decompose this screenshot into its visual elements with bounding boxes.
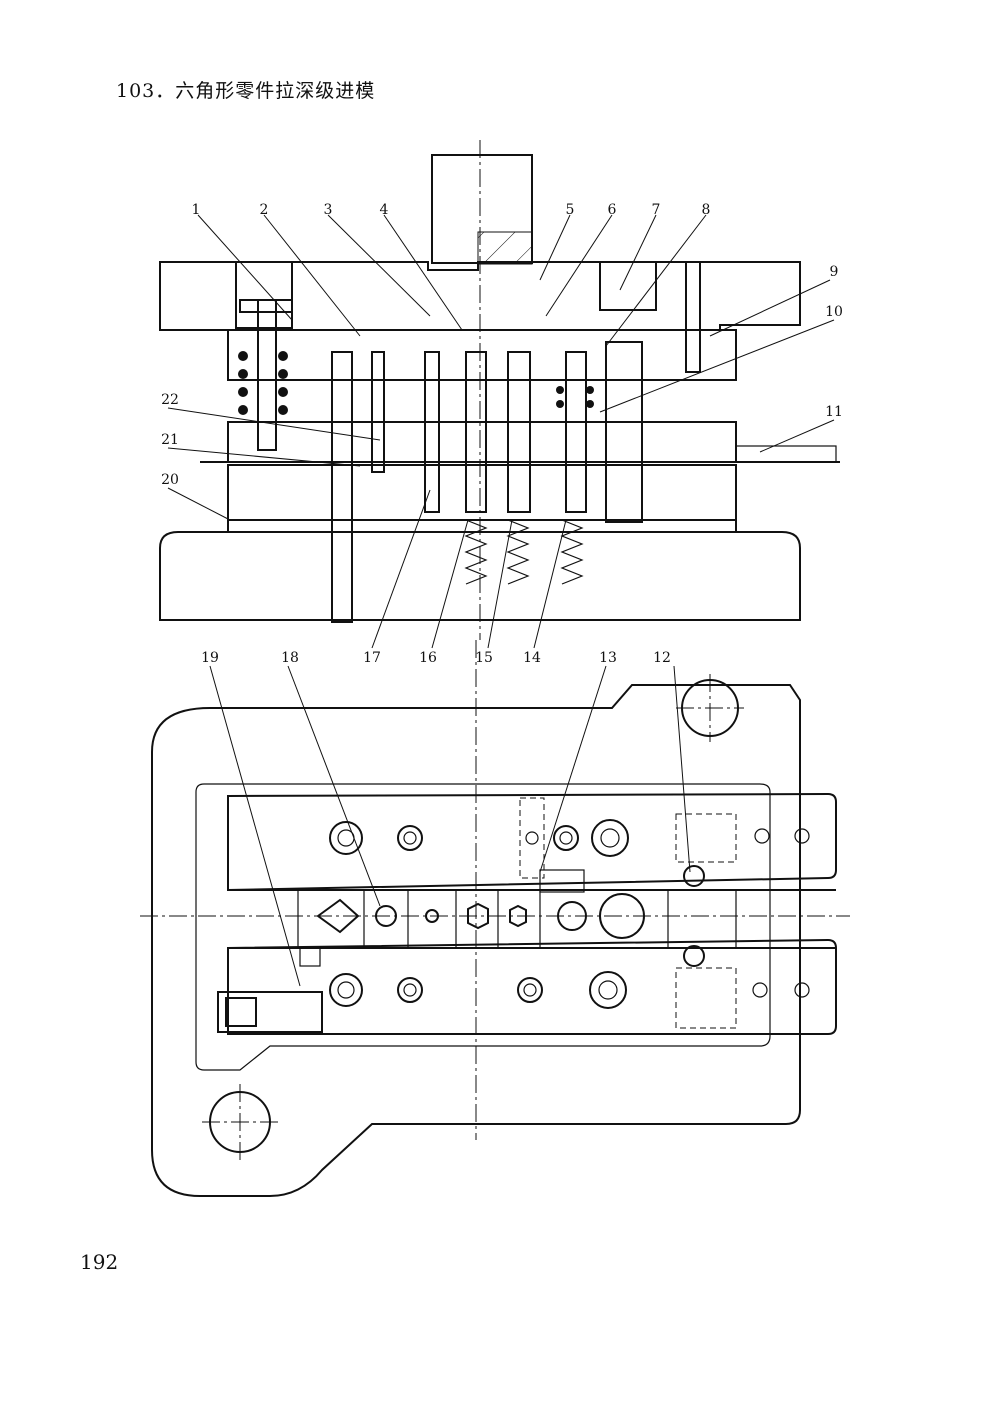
callout-21: 21 [161,432,179,448]
callout-14: 14 [523,650,541,666]
upper-springs [238,351,594,415]
callout-numbers: 1 2 3 4 5 6 7 8 9 10 11 12 13 14 15 16 1… [161,202,843,666]
callout-13: 13 [599,650,617,666]
callout-18: 18 [281,650,299,666]
callout-7: 7 [652,202,661,218]
callout-19: 19 [201,650,219,666]
callout-leaders [167,214,835,987]
callout-22: 22 [161,392,179,408]
figure-title: 103．六角形零件拉深级进模 [116,80,376,102]
callout-8: 8 [702,202,711,218]
callout-2: 2 [260,202,269,218]
plan-view [140,640,850,1197]
callout-3: 3 [324,202,333,218]
callout-5: 5 [566,202,575,218]
callout-16: 16 [419,650,437,666]
callout-6: 6 [608,202,617,218]
callout-4: 4 [380,202,389,218]
callout-1: 1 [192,202,201,218]
callout-9: 9 [830,264,839,280]
callout-12: 12 [653,650,671,666]
callout-17: 17 [363,650,381,666]
callout-15: 15 [475,650,493,666]
section-view [159,140,840,640]
callout-20: 20 [161,472,179,488]
lower-springs [464,519,584,585]
callout-11: 11 [825,404,843,420]
callout-10: 10 [825,304,843,320]
page-number: 192 [80,1250,119,1274]
